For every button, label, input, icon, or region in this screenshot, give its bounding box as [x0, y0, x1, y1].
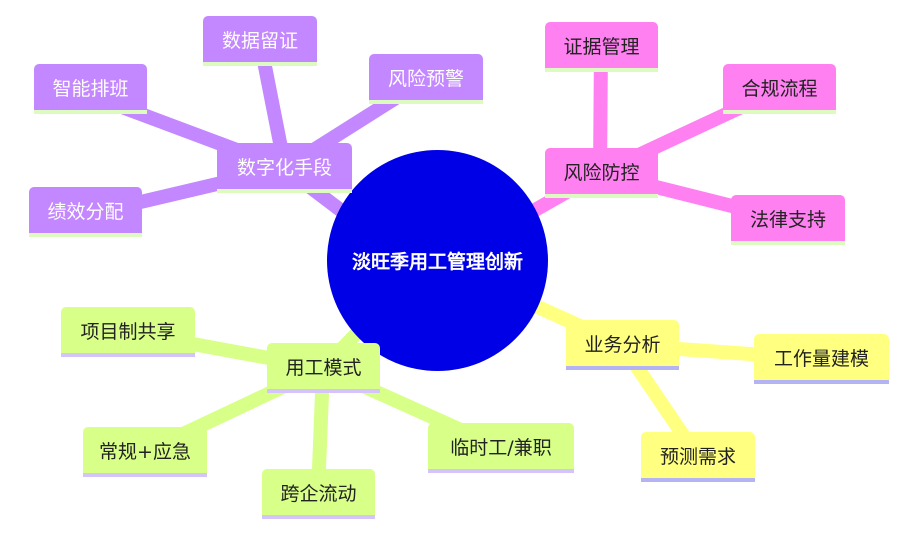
leaf-performance[interactable]: 绩效分配 [29, 187, 142, 237]
branch-business[interactable]: 业务分析 [566, 320, 679, 370]
leaf-risk-warning[interactable]: 风险预警 [369, 54, 483, 104]
leaf-workload[interactable]: 工作量建模 [754, 334, 889, 384]
branch-mode[interactable]: 用工模式 [267, 343, 380, 393]
branch-risk[interactable]: 风险防控 [545, 148, 658, 198]
leaf-data-evidence[interactable]: 数据留证 [203, 16, 317, 66]
leaf-project-sharing[interactable]: 项目制共享 [61, 307, 195, 357]
leaf-cross-company[interactable]: 跨企流动 [262, 469, 375, 519]
leaf-compliance[interactable]: 合规流程 [723, 64, 836, 114]
leaf-legal[interactable]: 法律支持 [731, 195, 845, 245]
leaf-regular-emergency[interactable]: 常规+应急 [83, 427, 207, 477]
central-topic[interactable]: 淡旺季用工管理创新 [327, 150, 548, 371]
leaf-forecast[interactable]: 预测需求 [641, 432, 755, 482]
leaf-smart-scheduling[interactable]: 智能排班 [34, 64, 147, 114]
branch-digital[interactable]: 数字化手段 [217, 143, 352, 193]
leaf-evidence-mgmt[interactable]: 证据管理 [545, 22, 658, 72]
leaf-temp-parttime[interactable]: 临时工/兼职 [428, 423, 574, 473]
